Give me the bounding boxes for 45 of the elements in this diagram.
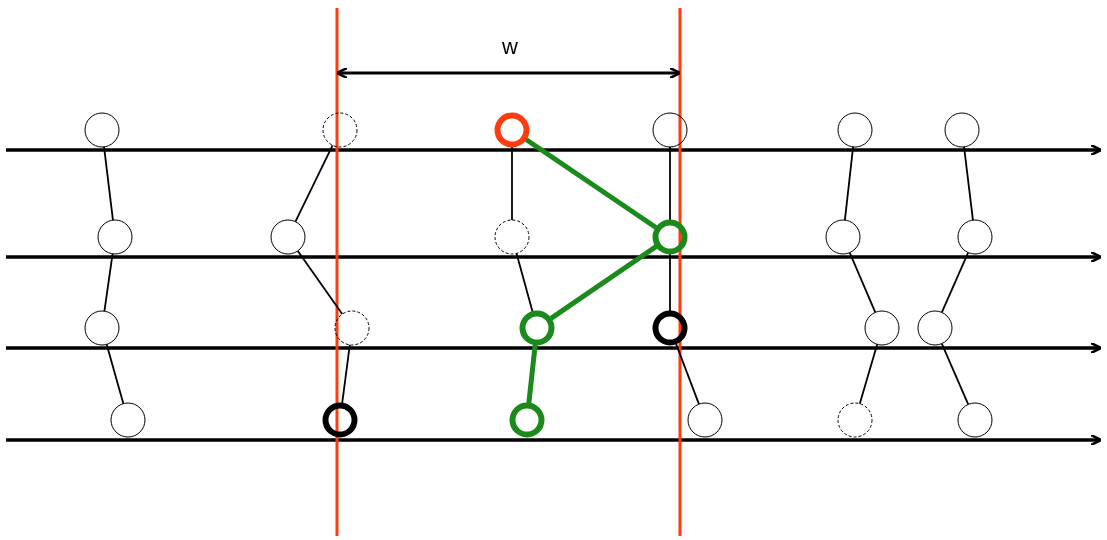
connector-line bbox=[669, 253, 671, 312]
connector-line bbox=[515, 252, 534, 313]
circle-marker bbox=[836, 111, 874, 149]
connector-line bbox=[940, 342, 970, 406]
circle-marker bbox=[956, 401, 994, 439]
connector-line bbox=[858, 343, 879, 405]
circle-marker bbox=[518, 309, 556, 347]
circle-marker bbox=[269, 218, 307, 256]
connector-line bbox=[675, 343, 700, 405]
connector-line bbox=[103, 146, 114, 221]
connector-line bbox=[963, 146, 974, 221]
circle-marker bbox=[824, 218, 862, 256]
circle-marker bbox=[651, 111, 689, 149]
circle-marker bbox=[83, 111, 121, 149]
circle-marker bbox=[83, 309, 121, 347]
circle-marker bbox=[109, 401, 147, 439]
connector-line bbox=[511, 146, 513, 221]
connector-line bbox=[296, 250, 344, 315]
circle-marker bbox=[943, 111, 981, 149]
connector-line bbox=[940, 251, 970, 314]
circle-marker bbox=[333, 309, 371, 347]
circle-marker bbox=[321, 401, 359, 439]
circle-marker bbox=[493, 218, 531, 256]
connector-line bbox=[526, 344, 538, 404]
connector-line bbox=[848, 251, 877, 314]
circle-marker bbox=[956, 218, 994, 256]
circle-marker bbox=[493, 111, 531, 149]
connector-line bbox=[103, 252, 114, 313]
connector-line bbox=[524, 137, 658, 230]
circle-marker bbox=[863, 309, 901, 347]
circle-marker bbox=[651, 309, 689, 347]
circle-marker bbox=[836, 401, 874, 439]
circle-marker bbox=[508, 401, 546, 439]
dimension-label: w bbox=[502, 34, 518, 60]
circle-marker bbox=[686, 401, 724, 439]
connector-line bbox=[341, 343, 351, 405]
circle-marker bbox=[96, 218, 134, 256]
connector-line bbox=[669, 146, 671, 221]
connector-line bbox=[294, 144, 334, 223]
connector-line bbox=[105, 343, 125, 405]
circle-marker bbox=[321, 111, 359, 149]
connector-line bbox=[844, 146, 854, 221]
connector-line bbox=[549, 244, 658, 321]
circle-marker bbox=[916, 309, 954, 347]
circle-marker bbox=[651, 218, 689, 256]
